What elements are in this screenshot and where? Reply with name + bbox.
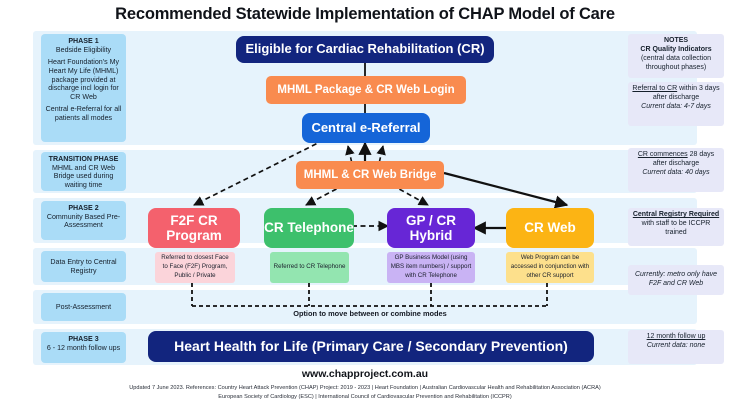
note-referral-to-cr: Referral to CR within 3 days after disch… (628, 82, 724, 126)
mode-desc-telephone: Referred to CR Telephone (270, 252, 349, 283)
note-referral-rest: within 3 days after discharge (652, 85, 720, 101)
notes-heading: NOTES (663, 37, 689, 44)
notes-cr-quality: CR Quality Indicators (640, 45, 712, 53)
phase-2-sub: Community Based Pre-Assessment (46, 212, 121, 230)
mode-web-label: CR Web (524, 220, 576, 236)
phase-chip-post-assessment: Post-Assessment (41, 293, 126, 321)
note-metro-italic: Currently: metro only have F2F and CR We… (634, 271, 718, 287)
mode-desc-f2f: Referred to closest Face to Face (F2F) P… (155, 252, 235, 283)
references-line-1: Updated 7 June 2023. References: Country… (129, 385, 601, 391)
phase-3-heading: PHASE 3 (68, 335, 99, 343)
note-referral-current: Current data: 4-7 days (641, 102, 711, 110)
box-heart-health-label: Heart Health for Life (Primary Care / Se… (174, 337, 568, 354)
mode-box-cr-web[interactable]: CR Web (506, 208, 594, 248)
band-post-assess (33, 290, 697, 324)
note-referral-underline: Referral to CR (632, 85, 678, 92)
mode-telephone-label: CR Telephone (264, 220, 354, 236)
phase-chip-1: PHASE 1 Bedside Eligibility Heart Founda… (41, 34, 126, 142)
references-line-2: European Society of Cardiology (ESC) | I… (218, 393, 512, 400)
box-central-e-referral[interactable]: Central e-Referral (302, 113, 430, 143)
phase-2-heading: PHASE 2 (68, 204, 99, 212)
note-metro-only: Currently: metro only have F2F and CR We… (628, 265, 724, 295)
notes-central-collection: (central data collection throughout phas… (640, 54, 712, 71)
mode-f2f-label: F2F CR Program (166, 212, 222, 243)
phase-1-para1: Heart Foundation's My Heart My Life (MHM… (47, 58, 120, 101)
note-cr-commences: CR commences 28 days after discharge Cur… (628, 148, 724, 192)
band-data-entry (33, 248, 697, 285)
phase-chip-2: PHASE 2 Community Based Pre-Assessment (41, 201, 126, 240)
website-url[interactable]: www.chapproject.com.au (301, 368, 429, 380)
note-quality-indicators: NOTES CR Quality Indicators (central dat… (628, 34, 724, 78)
box-eligible-label: Eligible for Cardiac Rehabilitation (CR) (245, 41, 485, 57)
transition-sub: MHML and CR Web Bridge used during waiti… (51, 163, 116, 189)
mode-hybrid-desc: GP Business Model (using MBS item number… (390, 254, 472, 279)
box-mhml-cr-web-bridge[interactable]: MHML & CR Web Bridge (296, 161, 444, 189)
phase-1-heading: PHASE 1 (68, 37, 99, 45)
band-phase-2 (33, 198, 697, 243)
note-12-month-followup: 12 month follow up Current data: none (628, 330, 724, 364)
note-central-registry: Central Registry Required with staff to … (628, 208, 724, 246)
combine-modes-caption: Option to move between or combine modes (190, 309, 550, 318)
phase-chip-3: PHASE 3 6 - 12 month follow ups (41, 332, 126, 363)
note-followup-underline: 12 month follow up (646, 333, 706, 340)
note-commences-rest: 28 days after discharge (652, 151, 715, 167)
post-assessment-sub: Post-Assessment (55, 302, 112, 311)
phase-chip-transition: TRANSITION PHASE MHML and CR Web Bridge … (41, 152, 126, 191)
note-registry-rest: with staff to be ICCPR trained (641, 219, 711, 236)
data-entry-sub: Data Entry to Central Registry (50, 257, 117, 275)
box-referral-label: Central e-Referral (311, 119, 421, 135)
note-commences-current: Current data: 40 days (642, 168, 710, 176)
box-mhml-label: MHML Package & CR Web Login (277, 83, 455, 96)
page-title: Recommended Statewide Implementation of … (115, 5, 615, 23)
box-heart-health-for-life[interactable]: Heart Health for Life (Primary Care / Se… (148, 331, 594, 362)
caption-label: Option to move between or combine modes (293, 309, 447, 318)
mode-box-cr-telephone[interactable]: CR Telephone (264, 208, 354, 248)
box-mhml-package-login[interactable]: MHML Package & CR Web Login (266, 76, 466, 104)
note-followup-current: Current data: none (646, 341, 706, 349)
note-commences-underline: CR commences (637, 151, 688, 158)
mode-desc-web: Web Program can be accessed in conjuncti… (506, 252, 594, 283)
mode-web-desc: Web Program can be accessed in conjuncti… (510, 254, 590, 279)
mode-box-gp-cr-hybrid[interactable]: GP / CR Hybrid (387, 208, 475, 248)
mode-desc-hybrid: GP Business Model (using MBS item number… (387, 252, 475, 283)
phase-1-para2: Central e-Referral for all patients all … (45, 105, 122, 123)
transition-heading: TRANSITION PHASE (48, 155, 119, 163)
mode-box-f2f-cr-program[interactable]: F2F CR Program (148, 208, 240, 248)
phase-1-sub: Bedside Eligibility (55, 45, 112, 54)
phase-3-sub: 6 - 12 month follow ups (46, 343, 121, 352)
mode-hybrid-label: GP / CR Hybrid (405, 212, 456, 243)
phase-chip-data-entry: Data Entry to Central Registry (41, 251, 126, 282)
mode-telephone-desc: Referred to CR Telephone (273, 263, 346, 271)
references-text: Updated 7 June 2023. References: Country… (0, 384, 730, 401)
note-registry-underline: Central Registry Required (632, 211, 720, 218)
box-bridge-label: MHML & CR Web Bridge (303, 168, 437, 181)
box-eligible-for-cr[interactable]: Eligible for Cardiac Rehabilitation (CR) (236, 36, 494, 63)
mode-f2f-desc: Referred to closest Face to Face (F2F) P… (161, 254, 229, 279)
